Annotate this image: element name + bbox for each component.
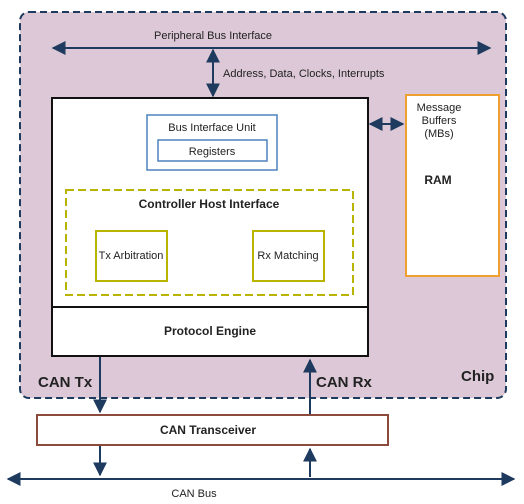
chip-label: Chip <box>461 368 494 385</box>
tx-arbitration-label: Tx Arbitration <box>99 250 164 262</box>
rx-matching-label: Rx Matching <box>257 250 318 262</box>
controller-host-interface-label: Controller Host Interface <box>139 197 280 211</box>
message-buffers-line1: Message <box>417 102 462 114</box>
can-rx-label: CAN Rx <box>316 374 372 391</box>
address-data-label: Address, Data, Clocks, Interrupts <box>223 68 385 80</box>
rx-matching-box <box>252 230 325 282</box>
tx-arbitration-box <box>95 230 168 282</box>
registers-label: Registers <box>189 146 236 158</box>
message-buffers-line2: Buffers <box>422 115 457 127</box>
ram-label: RAM <box>424 173 451 187</box>
ram-box <box>405 94 500 277</box>
registers-box <box>157 139 268 162</box>
protocol-engine-label: Protocol Engine <box>164 324 256 338</box>
bus-interface-unit-label: Bus Interface Unit <box>168 122 255 134</box>
peripheral-bus-label: Peripheral Bus Interface <box>154 30 272 42</box>
can-transceiver-box <box>36 414 389 446</box>
can-tx-label: CAN Tx <box>38 374 93 391</box>
message-buffers-line3: (MBs) <box>424 128 453 140</box>
can-bus-label: CAN Bus <box>171 488 217 500</box>
can-transceiver-label: CAN Transceiver <box>160 423 256 437</box>
